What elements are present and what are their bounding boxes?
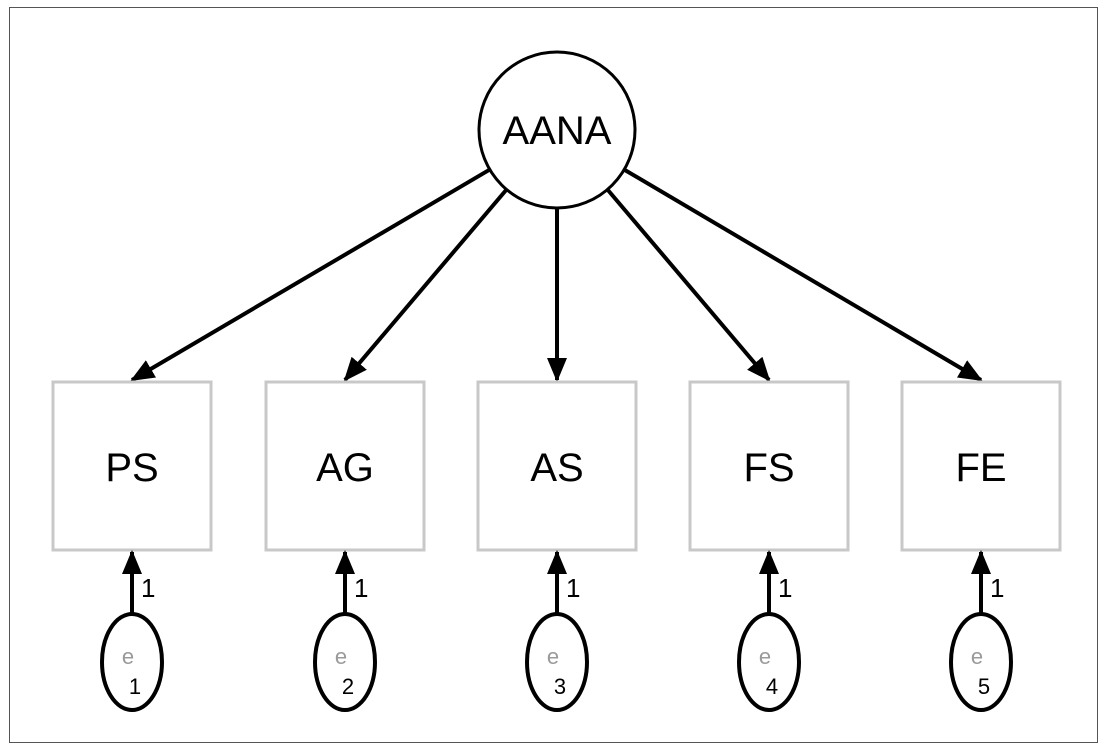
error-subscript: 1 (129, 674, 141, 699)
error-subscript: 3 (554, 674, 566, 699)
error-label-e1: e1 (122, 644, 141, 699)
error-ellipse-e2 (313, 612, 377, 712)
error-subscript: 2 (342, 674, 354, 699)
error-glyph: e (971, 644, 983, 669)
error-subscript: 5 (978, 674, 990, 699)
indicator-box-ag (264, 380, 426, 552)
loading-label-fe: 1 (990, 573, 1004, 603)
loading-label-ps: 1 (141, 573, 155, 603)
loading-label-fs: 1 (778, 573, 792, 603)
indicator-label-fe: FE (955, 446, 1006, 490)
error-ellipse-e4 (737, 612, 801, 712)
path-arrow-fs (605, 188, 771, 382)
error-label-e2: e2 (335, 644, 354, 699)
indicator-label-ps: PS (105, 446, 158, 490)
loading-label-ag: 1 (354, 573, 368, 603)
indicator-label-as: AS (530, 446, 583, 490)
error-subscript: 4 (766, 674, 778, 699)
error-ellipse-e1 (100, 612, 164, 712)
path-arrow-ps (130, 167, 491, 382)
error-label-e5: e5 (971, 644, 990, 699)
path-arrow-ag (343, 188, 509, 382)
latent-label: AANA (503, 109, 612, 153)
indicator-label-fs: FS (743, 446, 794, 490)
path-arrow-fe (623, 167, 983, 382)
indicator-box-fs (688, 380, 850, 552)
error-ellipse-e3 (525, 612, 589, 712)
diagram-frame (9, 7, 1098, 743)
error-label-e4: e4 (759, 644, 778, 699)
indicator-label-ag: AG (316, 446, 374, 490)
loading-label-as: 1 (566, 573, 580, 603)
error-label-e3: e3 (547, 644, 566, 699)
indicator-box-fe (900, 380, 1062, 552)
error-glyph: e (122, 644, 134, 669)
error-glyph: e (759, 644, 771, 669)
indicator-box-ps (51, 380, 213, 552)
error-ellipse-e5 (949, 612, 1013, 712)
indicator-box-as (476, 380, 638, 552)
error-glyph: e (547, 644, 559, 669)
error-glyph: e (335, 644, 347, 669)
